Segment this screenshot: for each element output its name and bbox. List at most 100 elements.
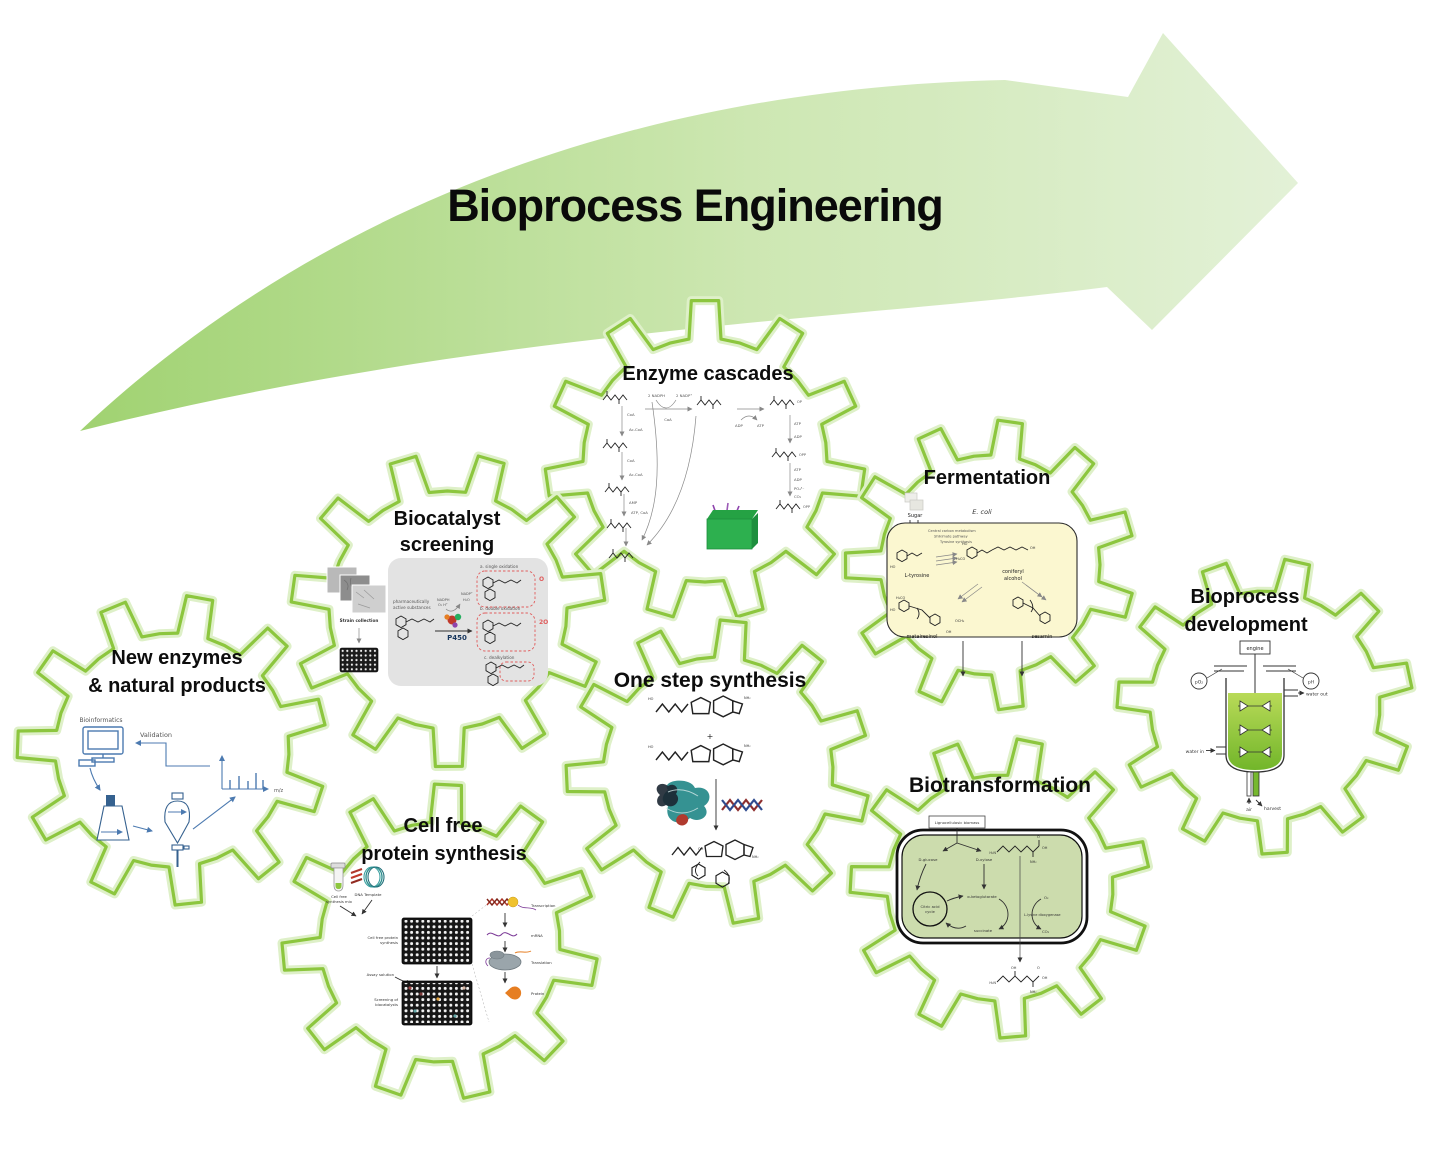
cofactor-label: 2 NADPH [648, 393, 665, 398]
biomass-label: Lignocellulosic biomass [935, 820, 980, 825]
sugar-label: Sugar [908, 513, 924, 519]
ecoli-label: E. coli [972, 508, 992, 516]
substrate-label-line2: active substances [393, 605, 431, 610]
one-step-synthesis-gear-outline-glow [561, 615, 873, 928]
pathway-text-1: Central carbon metabolism [928, 529, 976, 533]
multi-arrow [935, 556, 958, 562]
cofactor-label: NADPH [437, 598, 450, 602]
water-out-label: water out [1306, 692, 1328, 698]
strain-collection-label: Strain collection [340, 618, 379, 623]
screening-panel [388, 558, 548, 686]
atom-label: OH [1011, 966, 1017, 970]
multi-arrow [935, 560, 958, 566]
dna-template-label: DNA Template [355, 892, 383, 897]
coniferyl-label-2: alcohol [1004, 576, 1022, 582]
coupled-arc-left [998, 898, 1009, 930]
plate2-label-line1: Screening of [374, 997, 398, 1002]
glucose-label: D-glucose [919, 857, 939, 862]
atom-label: NH₂ [1030, 860, 1037, 864]
plate1-label-line2: synthesis [380, 940, 398, 945]
synthesis-microplate [401, 917, 473, 965]
gear-cell-free: Cell free protein synthesis Cell free sy… [326, 815, 556, 1026]
separatory-funnel-icon [164, 792, 191, 867]
product-structure [671, 839, 754, 888]
flow-arrow [89, 767, 101, 791]
mrna-label: mRNA [531, 933, 543, 938]
computer-icon [78, 726, 124, 767]
matairesinol-structure [898, 599, 941, 627]
biocatalyst-screening-gear-outline [289, 454, 607, 769]
atom-label: H₃CO [956, 557, 965, 561]
product-a-oxidation: O [539, 576, 544, 583]
plate2-label-line2: biocatalysts [375, 1002, 398, 1007]
cofactor-label: ADP [794, 477, 803, 482]
cycle-arrow [945, 922, 967, 929]
cofactor-label: CoA [627, 458, 635, 463]
po2-label: pO₂ [1195, 680, 1203, 686]
cofactor-label: ATP, CoA [631, 510, 648, 515]
gear-title: One step synthesis [614, 669, 807, 692]
product-b-oxidation: 2O [539, 619, 548, 626]
mix-label-line2: synthesis mix [326, 899, 353, 904]
atom-label: NH₂ [744, 696, 751, 700]
dna-template-icon [350, 866, 385, 888]
atom-label: OCH₃ [955, 619, 965, 623]
atom-label: NH₂ [1030, 990, 1037, 994]
reaction-tube-icon [330, 862, 346, 892]
branch-arrow [961, 586, 983, 603]
new-enzymes-gear-outline [15, 594, 327, 907]
protein-icon [505, 986, 522, 1000]
atom-label: HO [890, 565, 896, 569]
transcription-label: Transcription [530, 903, 556, 908]
dioxygenase-label: L-lysine dioxygenase [1024, 913, 1061, 917]
cofactor-label: 2 NADP⁺ [676, 393, 692, 398]
hydroxylysine-structure [996, 971, 1040, 987]
mz-axis-label: m/z [274, 788, 284, 794]
flow-arrow [132, 825, 153, 833]
microplate-icon [339, 647, 379, 673]
new-enzymes-gear-outline-glow [12, 591, 330, 910]
cofactor-label: AMP [629, 500, 638, 505]
validation-label: Validation [140, 731, 172, 739]
plus-sign: + [707, 732, 714, 741]
impellers [1238, 700, 1272, 758]
product-b-label: b. double oxidation [480, 606, 521, 611]
arrow-shape [80, 33, 1298, 431]
cofactor-label: H₂O [463, 598, 470, 602]
connector-line [471, 902, 490, 917]
atom-label: NH₂ [744, 744, 751, 748]
gear-enzyme-cascades: Enzyme cascades CoA Ac-CoA CoA Ac-CoA AM… [602, 363, 810, 563]
product-b-box [476, 612, 536, 652]
branch-arrow [957, 583, 979, 600]
mass-spectrum [219, 755, 269, 792]
gear-fermentation: Fermentation Sugar E. coli Central carbo… [886, 467, 1078, 677]
air-label: air [1246, 807, 1252, 813]
water-in-label: water in [1186, 749, 1205, 755]
flow-arrow [192, 796, 236, 830]
bioreactor-diagram: engine pO₂ pH water out water in [1186, 640, 1328, 813]
sesamin-structure [1012, 596, 1051, 625]
gear-outlines [12, 296, 1417, 1103]
air-tube [1246, 771, 1252, 797]
matairesinol-label: matairesinol [907, 634, 938, 640]
atom-label: H₃CO [896, 596, 905, 600]
cofactor-label: NADP⁺ [461, 592, 473, 596]
gear-biocatalyst-screening: Biocatalyst screening Strain collection … [326, 508, 548, 687]
cofactor-label: ADP [794, 434, 803, 439]
cofactor-label: Ac-CoA [629, 427, 643, 432]
ph-probe [1302, 672, 1320, 690]
cell-free-gear-outline [280, 782, 599, 1100]
group-label: OPP [803, 505, 810, 509]
ecoli-cell-panel [886, 522, 1078, 638]
atom-label: HO [648, 697, 654, 701]
harvest-tube [1252, 771, 1260, 797]
screening-microplate [401, 980, 473, 1026]
akg-label: α-ketoglutarate [967, 894, 997, 899]
group-label: OPP [799, 453, 806, 457]
mix-label-line1: Cell free [331, 894, 347, 899]
atom-label: HO [648, 745, 654, 749]
cascade-arc [646, 415, 697, 546]
gear-title: Biotransformation [909, 774, 1091, 797]
enzyme-cascades-gear-outline-glow [540, 296, 870, 622]
